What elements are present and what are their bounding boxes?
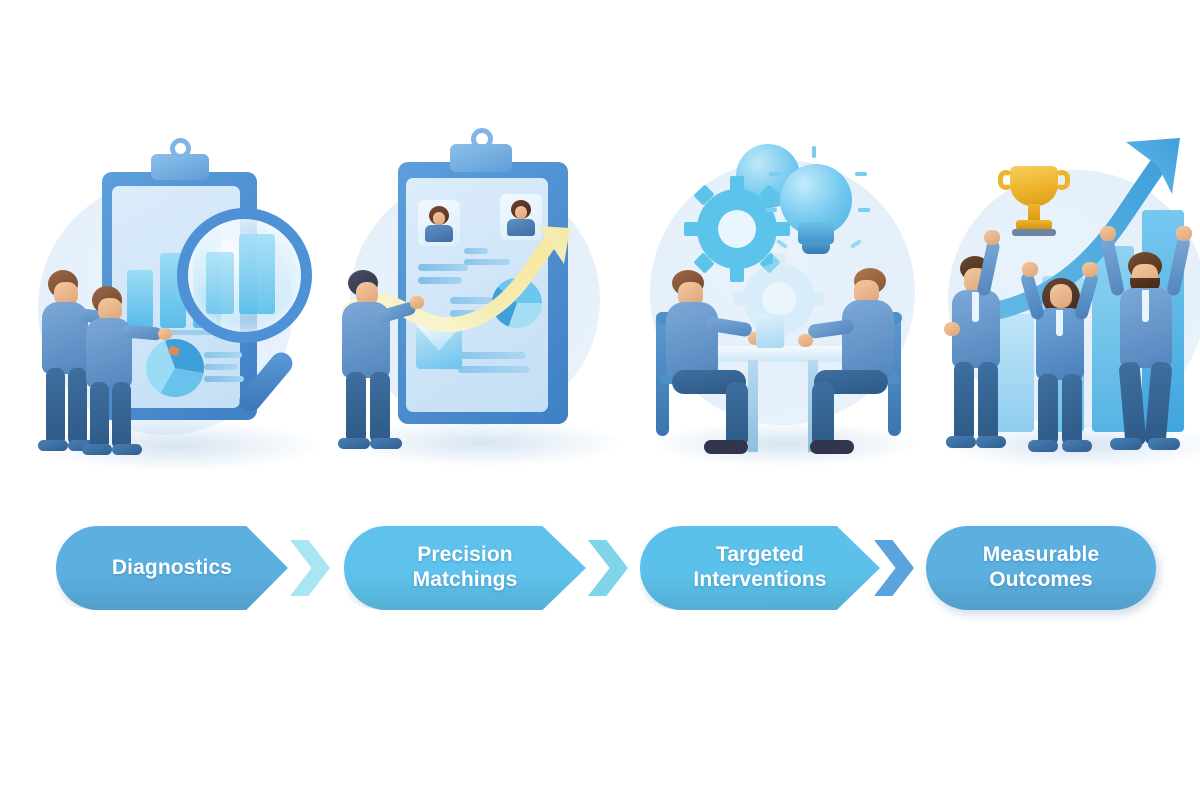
person-right-shoe	[112, 444, 142, 455]
person-center-fist	[1082, 262, 1098, 277]
person-center-tie	[1056, 310, 1063, 336]
illustration-row	[0, 128, 1200, 510]
person-right-torso	[842, 300, 894, 378]
targeted-interventions-illustration	[630, 130, 930, 510]
person-left-hand	[944, 322, 960, 336]
chart-baseline	[124, 330, 228, 335]
precision-matchings-illustration	[330, 128, 630, 510]
text-line	[458, 352, 526, 359]
lightbulb-base	[798, 222, 834, 244]
person-center-leg	[1062, 374, 1082, 446]
person-head	[356, 282, 378, 306]
person-left-fist	[984, 230, 1000, 245]
person-right-fist	[1100, 226, 1116, 241]
chevron-arrow-1	[290, 540, 330, 596]
chart-bar	[127, 270, 153, 328]
person-shoe	[370, 438, 402, 449]
process-step-targeted-interventions[interactable]: Targeted Interventions	[640, 526, 880, 610]
person-left-leg	[46, 368, 65, 446]
lightbulb-ray	[765, 208, 777, 212]
table-leg	[748, 360, 758, 452]
chevron-arrow-2	[588, 540, 628, 596]
text-line	[464, 248, 488, 254]
person-center-head	[1050, 284, 1072, 308]
trophy-cup	[1010, 166, 1058, 206]
person-right-shin	[812, 382, 834, 448]
profile-avatar-body	[425, 225, 453, 242]
text-line	[418, 264, 468, 271]
diagnostics-illustration	[30, 130, 330, 510]
chevron-arrow-3	[874, 540, 914, 596]
ground-shadow	[655, 422, 915, 466]
person-left-shoe	[38, 440, 68, 451]
table-top	[708, 346, 858, 362]
clipboard-ring-icon	[471, 128, 493, 150]
person-center-shoe	[1028, 440, 1058, 452]
person-left-shoe	[946, 436, 976, 448]
person-left-shoe	[704, 440, 748, 454]
lightbulb-ray	[812, 146, 816, 158]
person-shoe	[338, 438, 370, 449]
person-left-shin	[726, 382, 748, 448]
text-line	[204, 352, 242, 358]
process-step-measurable-outcomes[interactable]: Measurable Outcomes	[926, 526, 1156, 610]
person-center-fist	[1022, 262, 1038, 277]
person-hand	[410, 296, 424, 309]
person-left-torso	[666, 302, 718, 378]
lightbulb-ray	[769, 172, 781, 176]
profile-avatar-body	[507, 219, 535, 236]
profile-avatar-face	[433, 212, 445, 225]
gear-large-icon	[684, 176, 790, 282]
process-step-label: Measurable Outcomes	[982, 543, 1100, 591]
text-line	[458, 366, 530, 373]
trophy-base	[1016, 220, 1052, 230]
text-line	[450, 297, 498, 304]
magnified-bar	[239, 234, 275, 314]
person-right-hand	[798, 334, 813, 347]
trophy-handle-right	[1054, 170, 1070, 190]
person-right-hand	[158, 328, 172, 340]
person-right-tie	[1142, 290, 1149, 322]
magnifying-glass-icon	[177, 208, 312, 343]
person-leg	[346, 372, 366, 444]
person-left-shoe	[976, 436, 1006, 448]
person-right-shoe	[1148, 438, 1180, 450]
process-step-label: Precision Matchings	[412, 543, 518, 591]
clipboard-ring-icon	[170, 138, 191, 159]
person-left-tie	[972, 292, 979, 322]
text-line	[204, 364, 238, 370]
trophy-stem	[1028, 204, 1040, 222]
person-left-leg	[954, 362, 974, 442]
person-right-leg	[112, 382, 131, 450]
process-flow-bar: Diagnostics Precision Matchings Targeted…	[0, 526, 1200, 618]
person-right-fist	[1176, 226, 1192, 241]
person-leg	[370, 372, 390, 444]
person-center-shoe	[1062, 440, 1092, 452]
person-left-leg	[68, 368, 87, 446]
process-step-label: Targeted Interventions	[693, 543, 827, 591]
person-right-shoe	[1110, 438, 1142, 450]
person-right-leg	[90, 382, 109, 450]
text-line	[418, 277, 462, 284]
person-right-shoe	[810, 440, 854, 454]
text-line	[464, 259, 510, 265]
person-right-shoe	[82, 444, 112, 455]
text-line	[204, 376, 244, 382]
process-step-label: Diagnostics	[111, 555, 233, 579]
profile-avatar-face	[515, 206, 527, 219]
lightbulb-screw	[802, 242, 830, 254]
measurable-outcomes-illustration	[930, 130, 1200, 510]
person-center-leg	[1038, 374, 1058, 446]
rising-arrow-icon	[342, 226, 570, 333]
trophy-plinth	[1012, 229, 1056, 236]
laptop-screen	[756, 314, 784, 348]
lightbulb-ray	[858, 208, 870, 212]
lightbulb-ray	[855, 172, 867, 176]
process-step-precision-matchings[interactable]: Precision Matchings	[344, 526, 586, 610]
magnified-bar	[206, 252, 234, 314]
process-step-diagnostics[interactable]: Diagnostics	[56, 526, 288, 610]
person-left-leg	[978, 362, 998, 442]
trophy-handle-left	[998, 170, 1014, 190]
